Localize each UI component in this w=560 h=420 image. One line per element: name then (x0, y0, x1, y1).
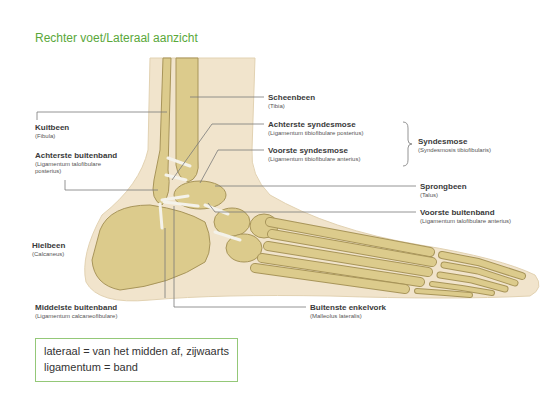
leader-line (174, 206, 306, 307)
leader-line (165, 228, 166, 298)
metatarsal (255, 268, 405, 289)
skin (85, 58, 539, 301)
toe-bone (417, 291, 470, 295)
bone (92, 205, 210, 290)
leader-line (215, 186, 416, 187)
leader-line (200, 150, 264, 183)
metatarsal (255, 222, 432, 289)
note-text: lateraal = van het midden af, zijwaarts (44, 344, 229, 360)
part-name: Kuitbeen (35, 123, 69, 133)
part-name: Buitenste enkelvork (310, 303, 386, 313)
part-name: Middelste buitenband (35, 303, 117, 313)
latin-name: (Ligamentum talofibulare posterius) (35, 161, 117, 175)
metatarsal (255, 268, 405, 289)
skin (85, 58, 539, 301)
leader-line (37, 97, 416, 307)
leader-line (208, 203, 416, 212)
note-box: lateraal = van het midden af, zijwaartsl… (35, 338, 238, 382)
ligament (160, 204, 162, 228)
ligament (166, 175, 186, 180)
part-name: Scheenbeen (268, 93, 315, 103)
part-name: Voorste buitenband (420, 208, 495, 218)
part-name: Syndesmose (418, 137, 467, 147)
leader-line (190, 97, 264, 98)
toe-bone (417, 291, 470, 295)
part-name: Sprongbeen (420, 182, 467, 192)
latin-name: (Talus) (420, 192, 438, 199)
leader-line (37, 112, 167, 120)
bone (92, 58, 278, 290)
leader-line (65, 180, 158, 190)
ligament (164, 202, 198, 206)
part-name: Voorste syndesmose (268, 146, 348, 156)
part-name: Achterste buitenband (35, 151, 117, 161)
part-name: Achterste syndesmose (268, 120, 356, 130)
latin-name: (Syndesmosis tibiofibularis) (418, 147, 491, 154)
latin-name: (Tibia) (268, 103, 285, 110)
latin-name: (Ligamentum talofibulare anterius) (420, 218, 511, 225)
ligament (162, 196, 188, 200)
latin-name: (Fibula) (35, 133, 55, 140)
bone (153, 58, 171, 205)
bracket (403, 122, 412, 166)
ligament (160, 158, 240, 240)
latin-name: (Malleolus lateralis) (310, 313, 362, 320)
toe-bone (417, 255, 522, 295)
latin-name: (Ligamentum calcaneofibulare) (35, 313, 117, 320)
part-name: Hielbeen (32, 241, 65, 251)
bracket (403, 122, 412, 166)
latin-name: (Ligamentum tibiofibulare anterius) (268, 156, 360, 163)
latin-name: (Ligamentum tibiofibulare posterius) (268, 130, 363, 137)
ligament (215, 232, 240, 240)
diagram-title: Rechter voet/Lateraal aanzicht (35, 31, 198, 45)
leader-line (172, 124, 264, 180)
note-text: ligamentum = band (44, 360, 229, 376)
latin-name: (Calcaneus) (32, 251, 64, 258)
ligament (205, 205, 228, 214)
